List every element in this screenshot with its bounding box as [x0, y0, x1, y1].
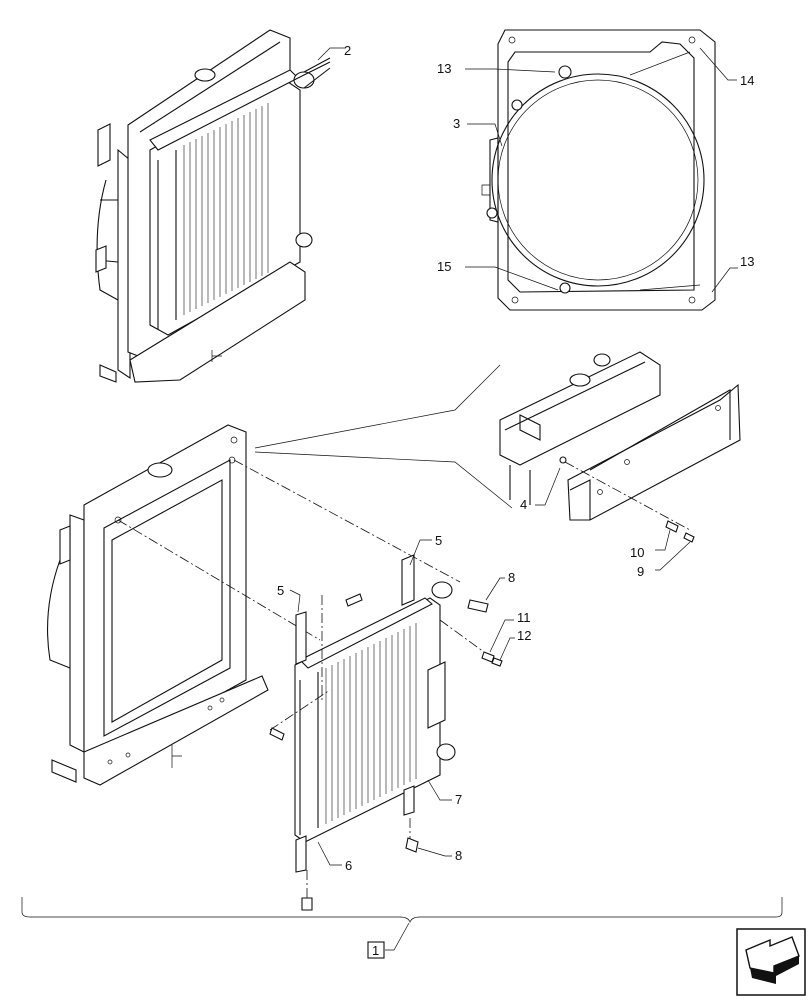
- callout-5-right: 5: [435, 533, 442, 548]
- radiator-assembly-top: [95, 29, 331, 383]
- detail-tank-bracket: [499, 351, 741, 543]
- callout-7: 7: [455, 792, 462, 807]
- callout-1-box: [367, 941, 385, 959]
- callout-1: 1: [372, 943, 379, 958]
- callout-5-left: 5: [277, 583, 284, 598]
- callout-11: 11: [517, 610, 531, 625]
- radiator-frame-open: [47, 424, 269, 786]
- callout-10: 10: [630, 545, 644, 560]
- callout-14: 14: [740, 73, 754, 88]
- callout-15: 15: [437, 259, 451, 274]
- callout-4: 4: [520, 497, 527, 512]
- fan-shroud-panel: [481, 29, 716, 311]
- oil-cooler-exploded: [294, 554, 456, 873]
- callout-6: 6: [345, 858, 352, 873]
- callout-9: 9: [637, 564, 644, 579]
- callout-13-top: 13: [437, 61, 451, 76]
- callout-13-bottom: 13: [740, 254, 754, 269]
- callout-8-bottom: 8: [455, 848, 462, 863]
- assembly-brace: [21, 897, 783, 923]
- callout-3: 3: [453, 116, 460, 131]
- callout-12: 12: [517, 628, 531, 643]
- callout-2: 2: [344, 43, 351, 58]
- next-page-arrow-icon[interactable]: [736, 928, 806, 996]
- callout-8-top: 8: [508, 570, 515, 585]
